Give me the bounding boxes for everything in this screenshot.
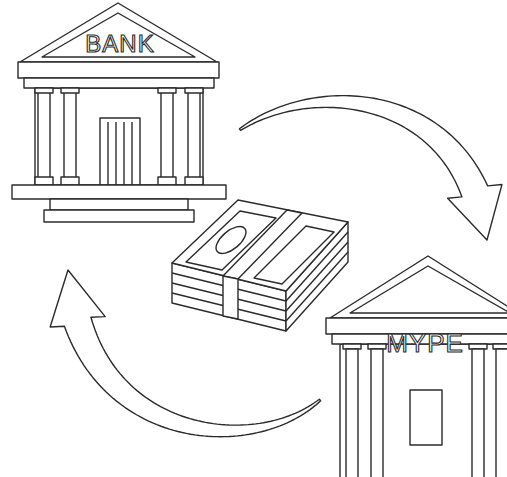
column-capital — [368, 344, 386, 349]
pediment-inner — [42, 13, 195, 57]
door-line — [131, 122, 132, 185]
building-drawing — [326, 256, 507, 477]
building-label: BANK — [85, 32, 154, 56]
building-column — [161, 92, 173, 178]
building-column — [38, 92, 50, 178]
building-architrave — [24, 78, 214, 88]
building-column — [496, 349, 507, 477]
building-step — [44, 210, 194, 222]
stack-top-face — [172, 200, 348, 291]
column-capital — [61, 88, 79, 93]
building-door — [100, 118, 140, 185]
building-wall — [35, 88, 203, 185]
door-line — [123, 122, 124, 185]
building-outline — [320, 240, 507, 477]
column-capital — [158, 88, 176, 93]
building-drawing — [12, 3, 226, 222]
building-column — [188, 92, 200, 178]
money-stack — [172, 200, 348, 331]
money-band — [223, 210, 302, 279]
pediment-inner — [350, 266, 507, 313]
door-line — [107, 122, 108, 185]
column-capital — [493, 344, 507, 349]
building-node: BANK — [5, 0, 240, 270]
column-base — [61, 177, 79, 185]
building-column — [371, 349, 383, 477]
flow-arrow — [239, 96, 501, 240]
building-platform — [12, 185, 226, 199]
money-band — [223, 276, 238, 319]
building-label: MYPE — [386, 330, 464, 356]
column-base — [158, 177, 176, 185]
building-entablature — [18, 62, 219, 78]
building-column — [472, 349, 484, 477]
building-door — [410, 390, 442, 445]
building-pediment — [20, 3, 217, 62]
column-capital — [185, 88, 203, 93]
door-line — [115, 122, 116, 185]
building-step — [50, 199, 188, 210]
building-column — [346, 349, 358, 477]
column-capital — [343, 344, 361, 349]
column-capital — [35, 88, 53, 93]
column-base — [35, 177, 53, 185]
building-pediment — [330, 256, 507, 318]
building-column — [64, 92, 76, 178]
column-base — [185, 177, 203, 185]
column-capital — [469, 344, 487, 349]
flow-arrow — [50, 270, 320, 437]
building-node: MYPE — [320, 240, 507, 477]
